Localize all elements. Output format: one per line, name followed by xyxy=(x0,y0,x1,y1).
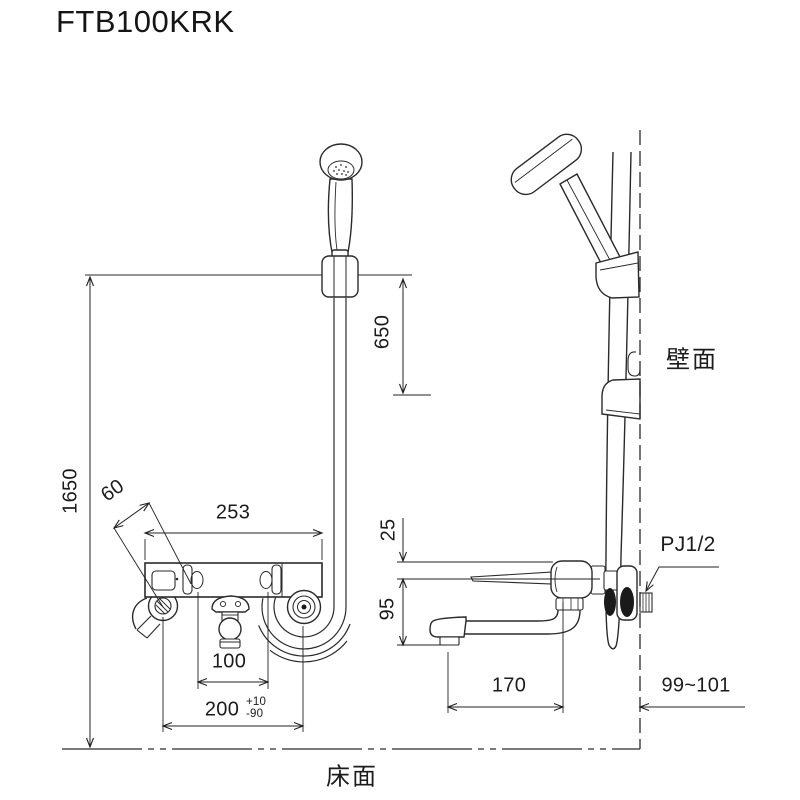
dim-200-label: 200 xyxy=(204,698,240,721)
dim-253-label: 253 xyxy=(215,501,251,524)
dim-99-101-label: 99~101 xyxy=(661,674,731,697)
dim-1650-label: 1650 xyxy=(59,468,82,514)
dim-95-label: 95 xyxy=(376,597,399,621)
lower-bracket-side xyxy=(601,378,641,420)
wall-mounting xyxy=(590,565,653,621)
pj-leader-line xyxy=(646,566,719,591)
left-handle-knob xyxy=(190,571,204,589)
faucet-body-front xyxy=(144,562,323,598)
dim-100-label: 100 xyxy=(211,650,247,673)
handle-side xyxy=(550,560,593,599)
tolerance-plus: +10 xyxy=(246,696,267,708)
temp-lever-side xyxy=(470,571,554,585)
spout-side xyxy=(429,597,584,646)
dim-650-label: 650 xyxy=(371,314,394,350)
spray-face-dots xyxy=(333,164,349,176)
shower-holder-front xyxy=(321,249,359,298)
wall-label: 壁面 xyxy=(666,346,718,374)
pipe-port-front xyxy=(286,589,322,625)
dim-170-label: 170 xyxy=(491,674,527,697)
hook-side xyxy=(627,351,641,377)
dimension-lines xyxy=(90,277,745,747)
shower-holder-side xyxy=(595,251,640,299)
shower-hose xyxy=(258,298,351,663)
dim-25-label: 25 xyxy=(377,518,400,542)
pj-thread xyxy=(639,592,653,613)
spout-front xyxy=(211,595,250,649)
dim-200-tolerance: +10 -90 xyxy=(246,696,267,720)
floor-label: 床面 xyxy=(326,763,378,791)
hand-shower-side xyxy=(510,133,621,268)
tolerance-minus: -90 xyxy=(246,707,264,720)
dim-60-line xyxy=(114,503,149,528)
drawing-title: FTB100KRK xyxy=(56,4,235,39)
shower-outlet-section xyxy=(154,597,172,615)
front-view xyxy=(132,143,363,663)
hand-shower-front xyxy=(319,143,363,258)
pj-connection-label: PJ1/2 xyxy=(660,533,716,556)
spout-nozzle xyxy=(439,636,460,646)
side-view xyxy=(429,133,653,650)
shower-elbow-connection xyxy=(132,590,179,639)
right-handle xyxy=(271,564,282,595)
